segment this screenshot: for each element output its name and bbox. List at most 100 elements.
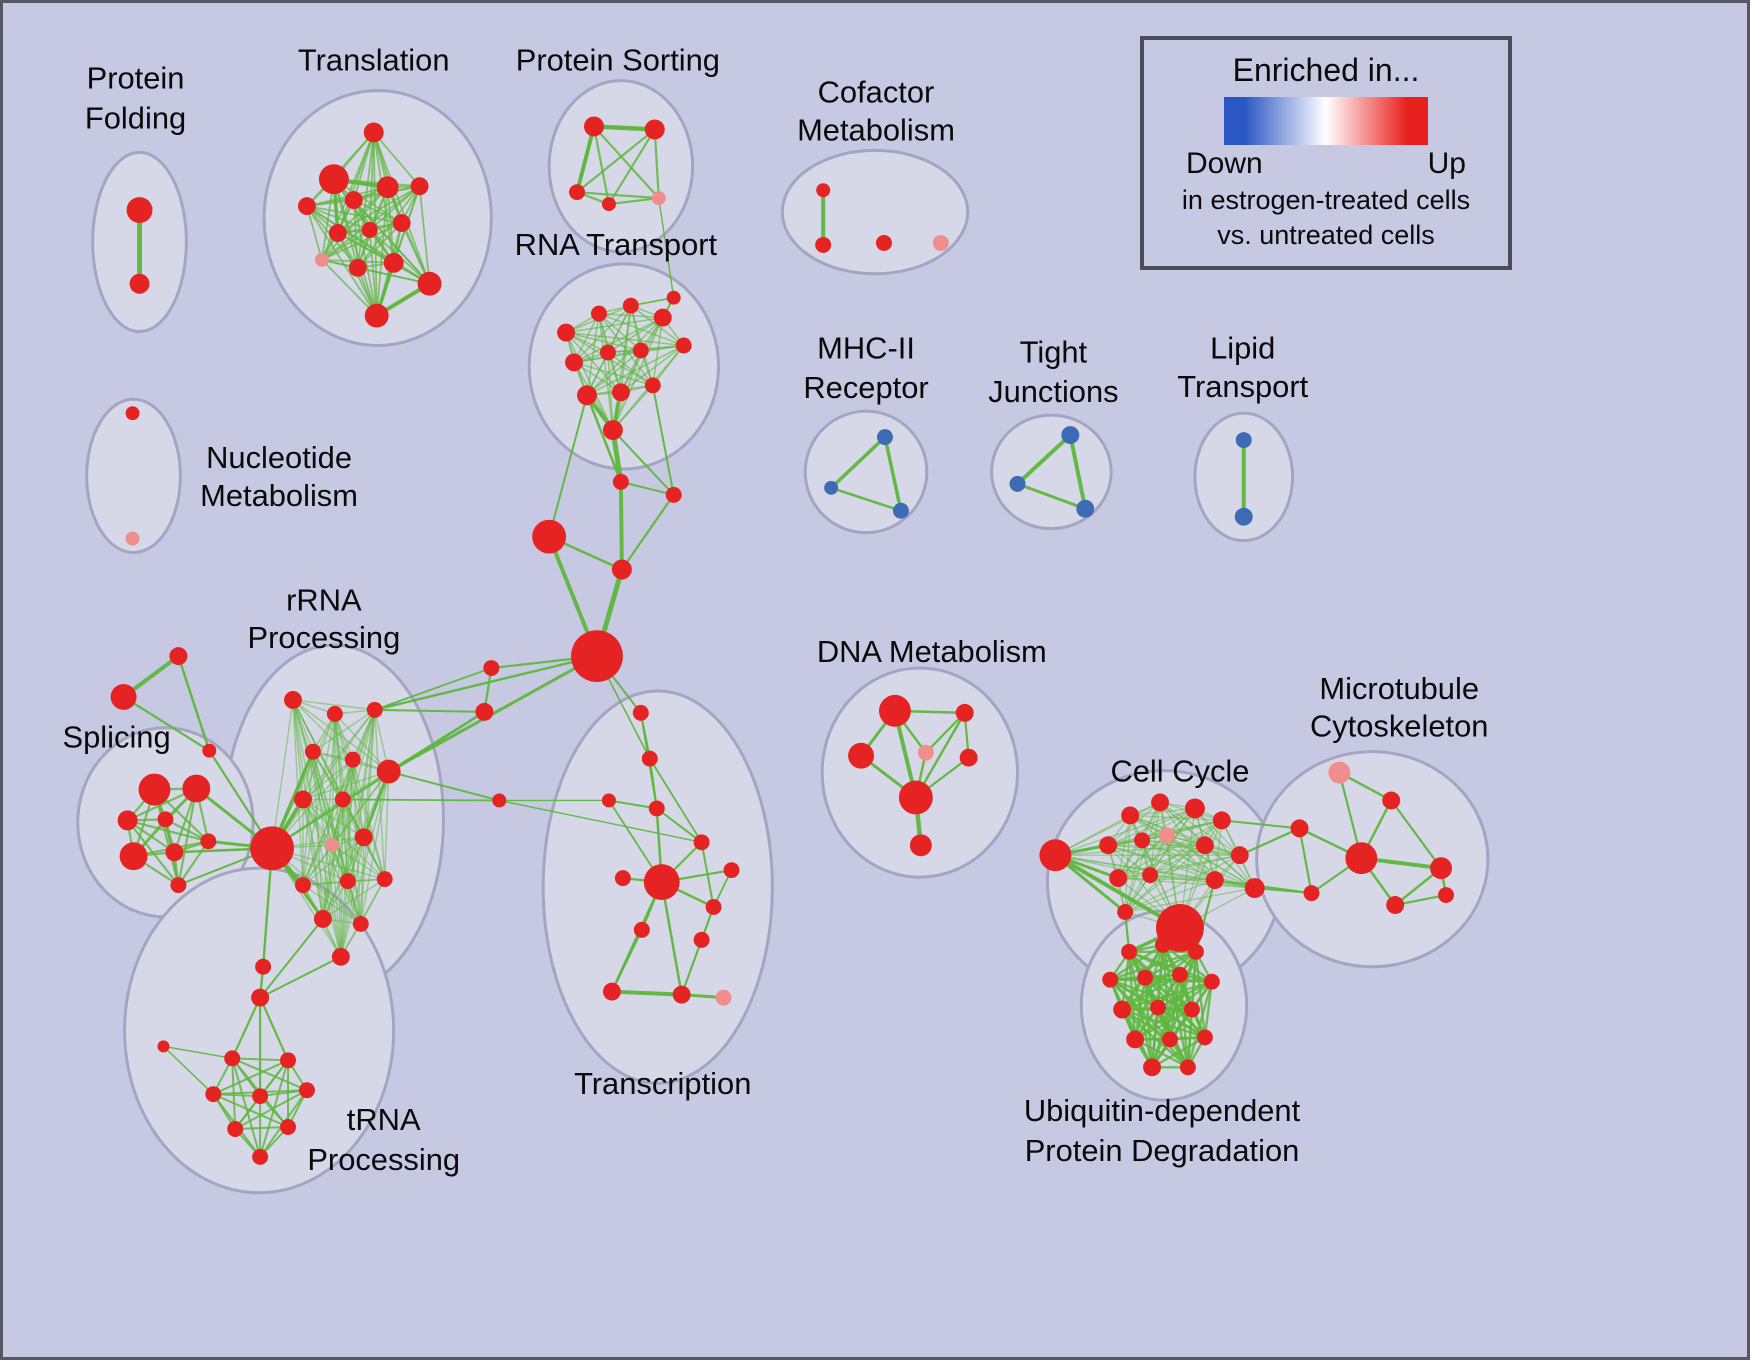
node-sp1: [138, 773, 171, 806]
cluster-label-rna-transport: RNA Transport: [515, 227, 718, 262]
node-cc10: [1230, 846, 1249, 865]
node-r14: [313, 909, 332, 928]
node-m1: [876, 429, 893, 446]
cluster-label-protein-sorting: Protein Sorting: [516, 43, 720, 78]
node-r1: [284, 690, 302, 709]
cluster-label-rrna-processing: rRNA: [286, 582, 362, 617]
node-sp6: [165, 843, 184, 862]
node-r12: [339, 873, 356, 890]
legend: Enriched in... Down Up in estrogen-treat…: [1140, 36, 1512, 270]
node-lt1: [1235, 432, 1252, 449]
node-rt2: [590, 305, 607, 322]
node-ps2: [644, 119, 665, 140]
legend-down-label: Down: [1186, 147, 1263, 180]
node-t11: [348, 258, 367, 277]
node-t4: [344, 191, 363, 210]
node-tc14: [715, 989, 732, 1006]
node-cc1: [1039, 839, 1072, 872]
node-rt5: [675, 337, 692, 354]
node-tc11: [693, 931, 710, 948]
node-cc4: [1184, 798, 1205, 819]
node-u14: [1143, 1058, 1162, 1077]
node-r4: [304, 743, 321, 760]
node-d6: [898, 780, 933, 815]
node-u2: [1155, 936, 1171, 953]
node-n1: [125, 406, 140, 421]
node-tc7: [614, 870, 631, 887]
node-m3: [892, 502, 909, 519]
legend-subtitle-line1: in estrogen-treated cells: [1181, 185, 1471, 215]
node-u10: [1183, 1001, 1200, 1018]
node-u7: [1203, 973, 1220, 990]
node-mt2: [1382, 791, 1401, 810]
cluster-label-trna-processing: Processing: [307, 1142, 460, 1177]
node-u8: [1113, 1000, 1132, 1019]
node-pf2: [129, 273, 150, 294]
node-cc6: [1099, 836, 1118, 855]
node-x1: [169, 647, 188, 666]
node-c4: [611, 559, 632, 580]
node-d1: [878, 694, 911, 727]
node-tn3: [205, 1086, 222, 1103]
node-th1: [251, 988, 270, 1007]
node-tn6: [227, 1121, 244, 1137]
node-tc4: [648, 800, 665, 817]
node-t14: [364, 303, 389, 328]
node-tj2: [1009, 475, 1026, 492]
node-hub: [571, 630, 623, 682]
node-sp2: [182, 774, 211, 803]
node-u4: [1102, 971, 1119, 988]
node-sp7: [200, 833, 217, 850]
node-tn2: [280, 1052, 296, 1069]
node-tn7: [280, 1119, 296, 1135]
node-cf2: [815, 236, 832, 253]
node-mt1: [1328, 761, 1351, 784]
cluster-nucleotide-metabolism: [85, 397, 182, 555]
cluster-label-trna-processing: tRNA: [347, 1102, 421, 1137]
node-r8: [334, 791, 351, 808]
node-d4: [917, 744, 934, 761]
node-tn1: [224, 1050, 241, 1067]
node-rt8: [632, 342, 649, 359]
node-rt6: [565, 353, 584, 372]
node-t1: [363, 122, 384, 143]
node-t2: [318, 164, 349, 195]
cluster-label-nucleotide-metabolism: Metabolism: [200, 478, 358, 513]
cluster-label-rrna-processing: Processing: [248, 620, 401, 655]
cluster-label-lipid-transport: Lipid: [1210, 330, 1275, 365]
node-rt7: [599, 344, 616, 361]
node-tn4: [252, 1088, 269, 1105]
node-rt10: [611, 383, 630, 402]
node-cc14: [1244, 878, 1265, 899]
node-x2: [110, 683, 137, 710]
node-cc13: [1205, 871, 1224, 890]
node-r3: [366, 701, 383, 718]
node-mt3: [1290, 819, 1309, 838]
cluster-label-microtubule-cytoskeleton: Microtubule: [1319, 671, 1479, 706]
cluster-label-splicing: Splicing: [63, 720, 171, 755]
cluster-label-cofactor-metabolism: Cofactor: [818, 75, 935, 110]
node-mt6: [1303, 885, 1320, 902]
node-t10: [314, 252, 329, 267]
node-tn8: [252, 1148, 269, 1165]
node-rt11: [644, 377, 661, 394]
node-lt2: [1234, 507, 1253, 526]
node-mt8: [1438, 887, 1455, 904]
node-r17: [255, 958, 272, 975]
node-sp3: [117, 810, 138, 831]
node-rt1: [557, 323, 576, 342]
cluster-label-dna-metabolism: DNA Metabolism: [817, 634, 1047, 669]
node-r13: [376, 871, 393, 888]
legend-title: Enriched in...: [1232, 52, 1420, 88]
node-rt13: [666, 290, 681, 305]
node-u1: [1121, 943, 1138, 960]
node-tc6: [723, 862, 740, 879]
node-rt9: [577, 385, 597, 406]
network-graph: ProteinFoldingNucleotideMetabolismTransl…: [63, 43, 1490, 1195]
node-mt4: [1345, 842, 1378, 875]
node-u6: [1171, 966, 1188, 983]
node-hub2: [250, 826, 294, 871]
node-tc9: [705, 899, 722, 915]
cluster-label-mhc-ii-receptor: MHC-II: [817, 330, 915, 365]
